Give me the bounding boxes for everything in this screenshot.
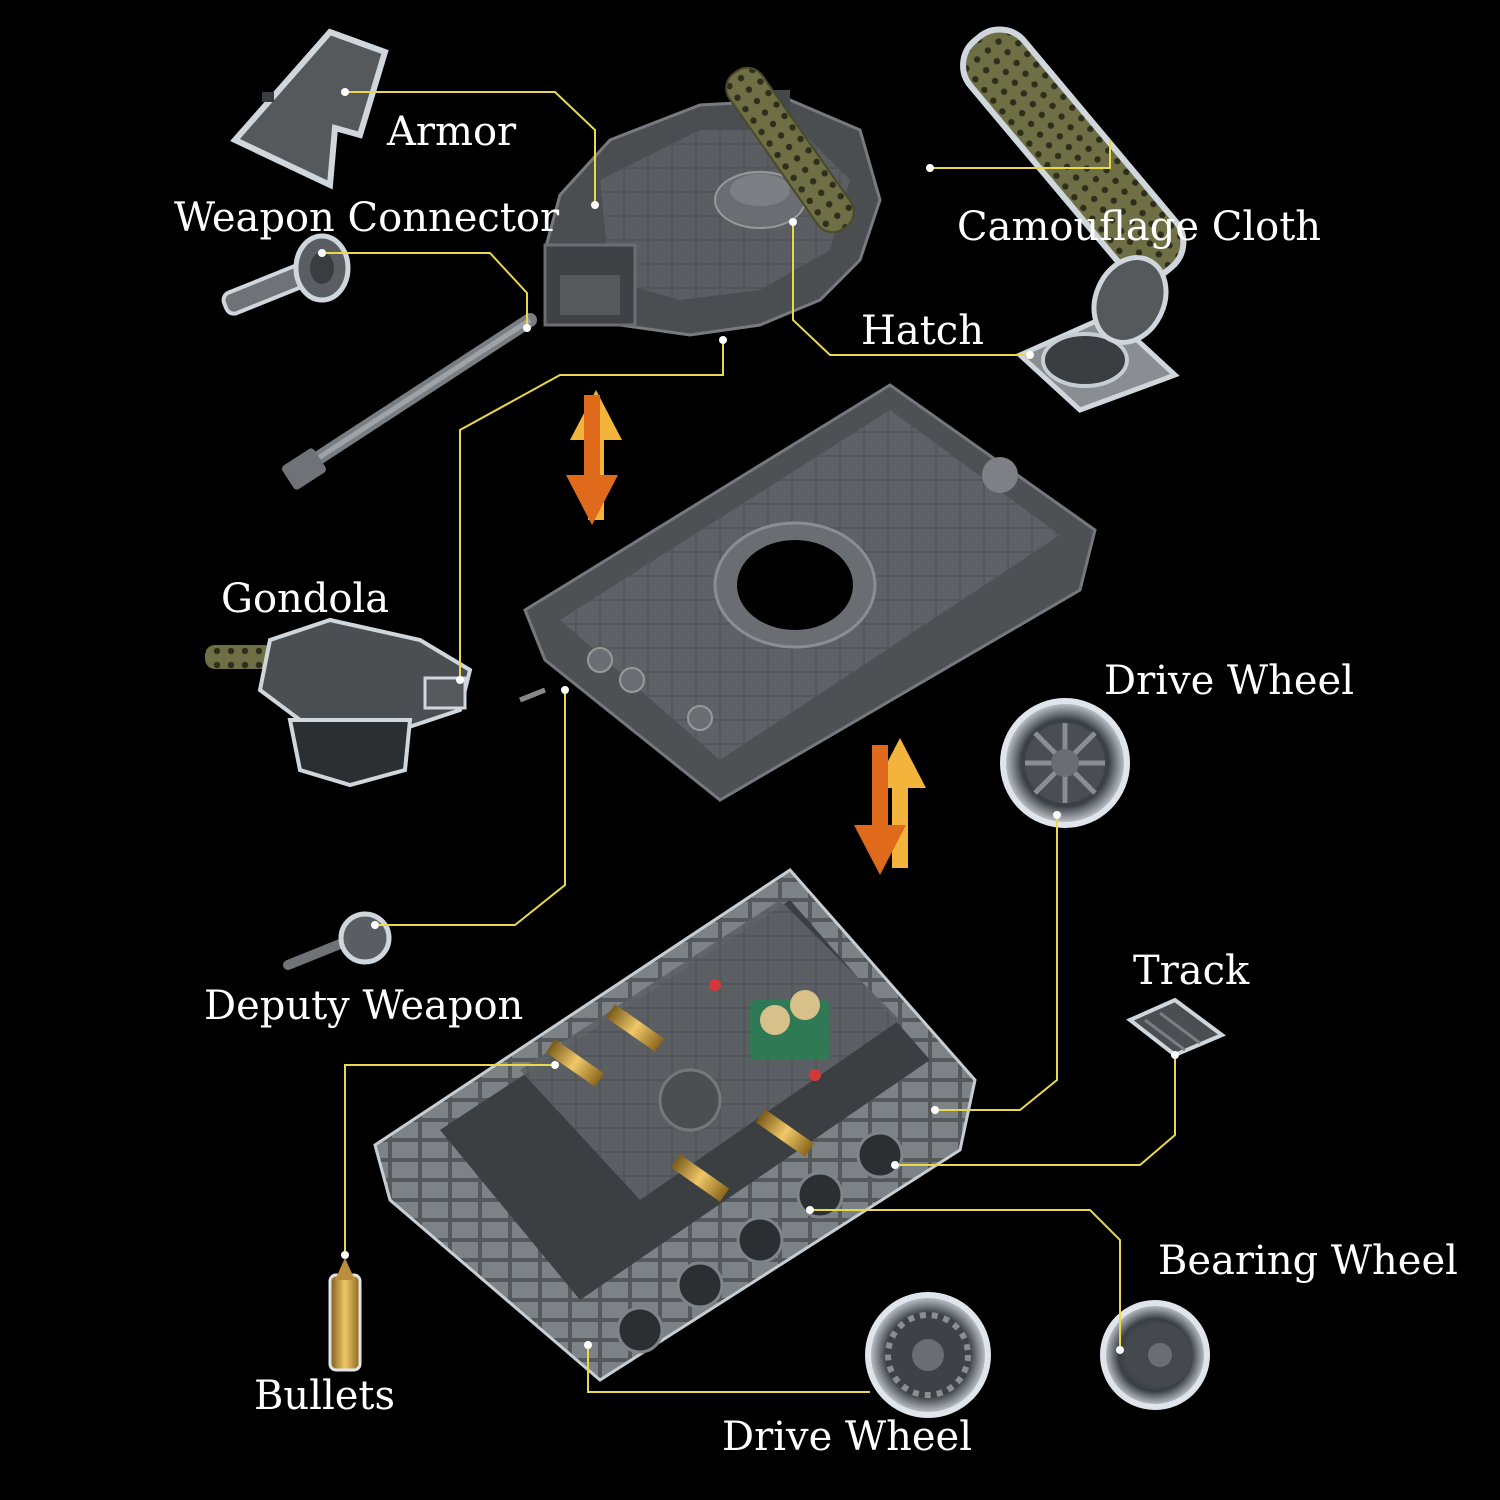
leader-drive-wheel-top	[935, 815, 1058, 1111]
leader-hatch	[792, 222, 1030, 356]
leader-camouflage-cloth	[930, 140, 1111, 169]
leader-lines	[322, 91, 1176, 1393]
bearing-wheel-part	[1100, 1300, 1210, 1410]
camouflage-cloth-part	[960, 26, 1187, 282]
leader-armor	[345, 91, 596, 205]
label-gondola: Gondola	[221, 576, 390, 622]
leader-drive-wheel-bottom	[587, 1345, 870, 1393]
armor-part	[230, 28, 389, 190]
gondola-part	[205, 617, 473, 788]
hatch-part	[1015, 255, 1180, 413]
upper-hull	[519, 383, 1097, 802]
turret	[281, 66, 882, 490]
leader-weapon-connector	[322, 252, 528, 328]
leader-track	[895, 1055, 1176, 1166]
drive-wheel-bottom-part	[865, 1292, 991, 1418]
drive-wheel-top-part	[1000, 698, 1130, 828]
leader-bearing-wheel	[810, 1209, 1121, 1350]
label-bearing-wheel: Bearing Wheel	[1158, 1238, 1458, 1284]
label-armor: Armor	[387, 109, 517, 155]
weapon-connector-part	[221, 233, 351, 316]
leader-dots	[318, 88, 1179, 1354]
leader-gondola	[459, 340, 724, 680]
assembly-arrow-upper	[566, 390, 622, 525]
lower-hull	[373, 868, 977, 1382]
bullet-part	[328, 1258, 362, 1372]
assembly-arrow-lower	[854, 738, 926, 875]
leader-deputy-weapon	[375, 690, 566, 926]
label-hatch: Hatch	[861, 308, 984, 354]
leader-bullets	[344, 1064, 555, 1255]
label-camouflage-cloth: Camouflage Cloth	[957, 204, 1322, 250]
track-part	[1126, 997, 1226, 1058]
label-drive-wheel-bottom: Drive Wheel	[722, 1414, 972, 1460]
label-bullets: Bullets	[254, 1373, 396, 1419]
label-track: Track	[1133, 948, 1250, 994]
label-deputy-weapon: Deputy Weapon	[204, 983, 524, 1029]
label-weapon-connector: Weapon Connector	[174, 195, 560, 241]
label-drive-wheel-top: Drive Wheel	[1104, 658, 1354, 704]
